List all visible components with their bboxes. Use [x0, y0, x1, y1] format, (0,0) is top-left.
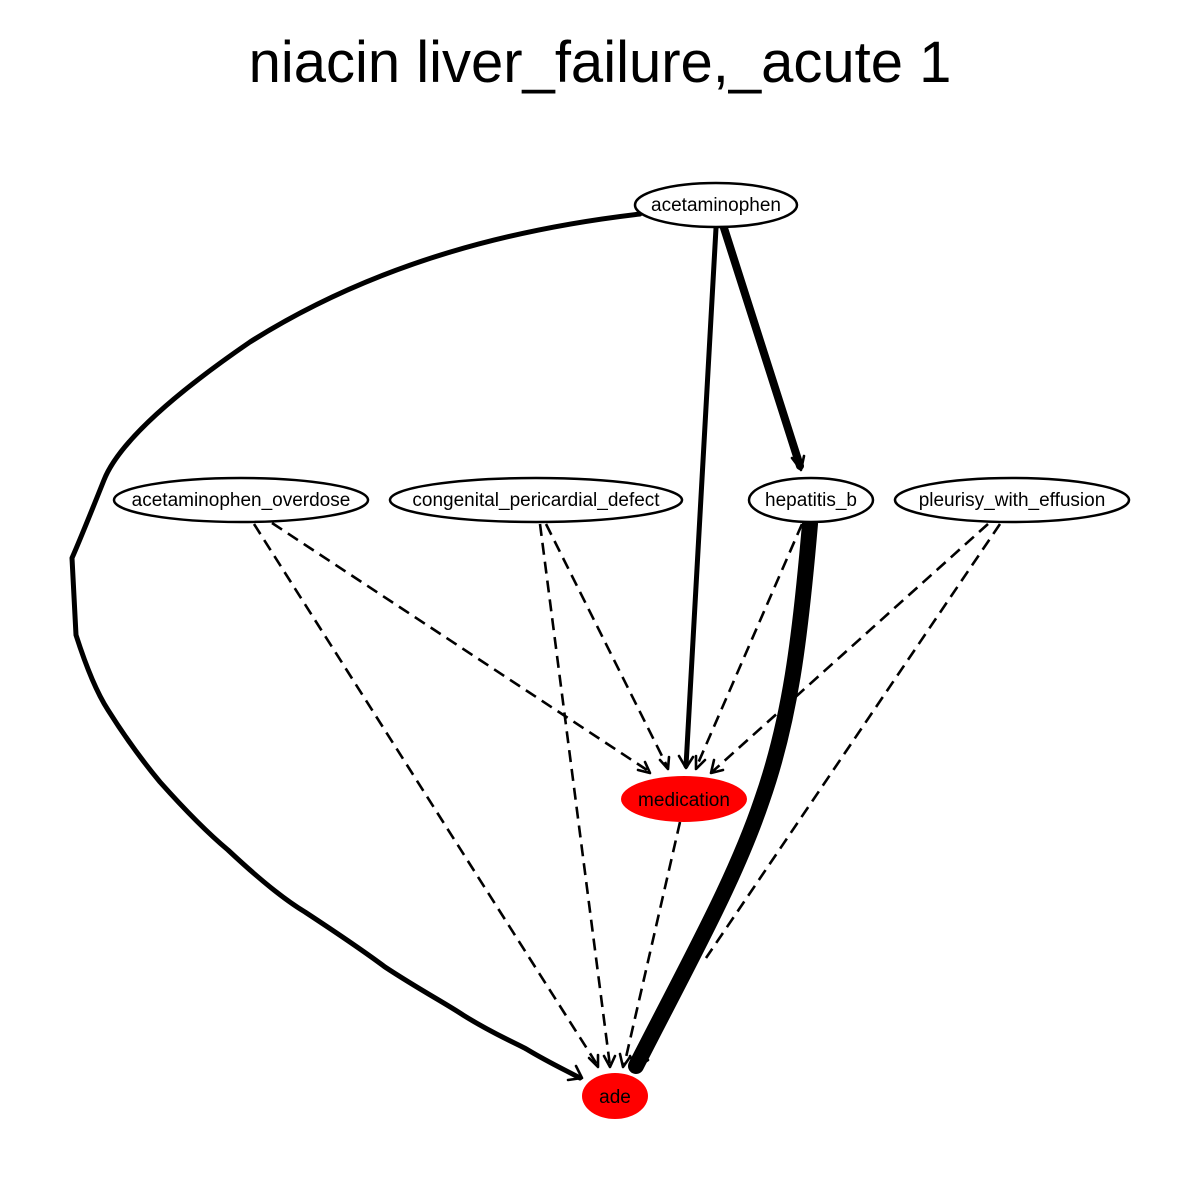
edge-acetaminophen-to-ade — [69, 211, 643, 1082]
node-label: pleurisy_with_effusion — [919, 490, 1106, 511]
node-shape — [112, 476, 370, 524]
edge-acetaminophen-to-hepatitis-b — [720, 224, 806, 472]
node-acetaminophen[interactable]: acetaminophen — [633, 181, 799, 229]
edge-congenital-pericardial-defect-to-medication — [544, 523, 671, 771]
node-pleurisy-with-effusion[interactable]: pleurisy_with_effusion — [893, 476, 1131, 524]
edge-acetaminophen-overdose-to-medication — [271, 521, 652, 775]
node-acetaminophen-overdose[interactable]: acetaminophen_overdose — [112, 476, 370, 524]
node-ade[interactable]: ade — [582, 1073, 648, 1119]
graph-title: niacin liver_failure,_acute 1 — [249, 30, 952, 95]
node-shape — [388, 476, 684, 524]
edges — [69, 211, 1002, 1082]
node-shape — [747, 476, 875, 524]
node-medication[interactable]: medication — [621, 776, 747, 822]
node-label: medication — [638, 790, 730, 811]
edge-acetaminophen-to-medication — [677, 225, 719, 770]
edge-hepatitis-b-to-medication — [694, 523, 804, 771]
edge-congenital-pericardial-defect-to-ade — [538, 523, 617, 1069]
node-shape — [621, 776, 747, 822]
node-label: acetaminophen — [651, 195, 781, 216]
nodes: acetaminophen acetaminophen_overdose con… — [112, 181, 1131, 1119]
edge-medication-to-ade — [618, 821, 682, 1069]
node-shape — [633, 181, 799, 229]
node-label: ade — [599, 1087, 631, 1108]
node-shape — [893, 476, 1131, 524]
node-label: hepatitis_b — [765, 490, 857, 511]
edge-pleurisy-with-effusion-to-ade — [704, 523, 1002, 959]
node-label: congenital_pericardial_defect — [412, 490, 660, 511]
node-hepatitis-b[interactable]: hepatitis_b — [747, 476, 875, 524]
node-label: acetaminophen_overdose — [132, 490, 351, 511]
edge-pleurisy-with-effusion-to-medication — [709, 523, 989, 775]
node-congenital-pericardial-defect[interactable]: congenital_pericardial_defect — [388, 476, 684, 524]
edge-hepatitis-b-to-ade — [628, 516, 818, 1074]
edge-acetaminophen-overdose-to-ade — [252, 523, 600, 1069]
node-shape — [582, 1073, 648, 1119]
